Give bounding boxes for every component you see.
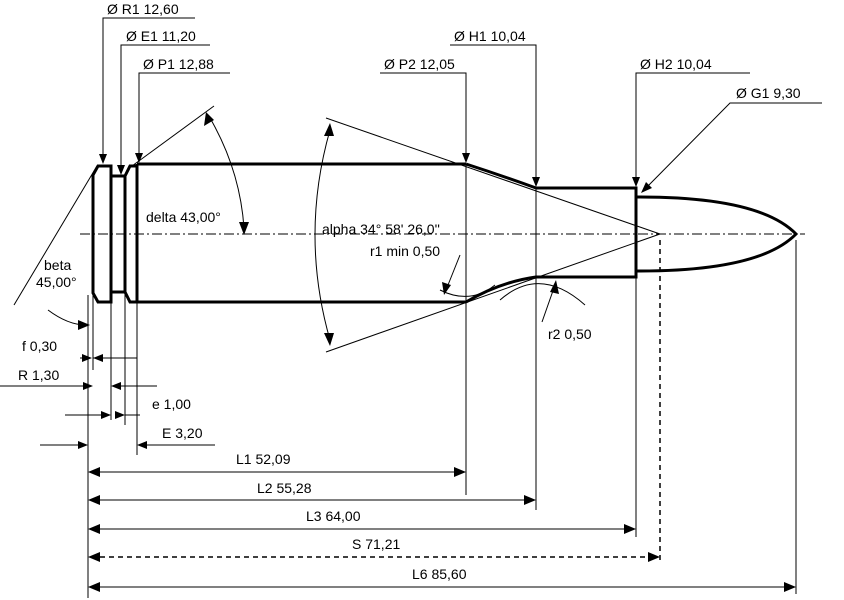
label-S: S 71,21: [352, 536, 400, 552]
cartridge-outline: [91, 162, 799, 304]
label-delta: delta 43,00°: [146, 209, 221, 225]
label-beta-name: beta: [44, 257, 71, 273]
label-alpha: alpha 34° 58' 26,0'': [322, 221, 440, 237]
length-dimensions: [88, 467, 796, 592]
label-L1: L1 52,09: [236, 451, 291, 467]
diameter-leaders: [99, 17, 822, 193]
r2-leader: [499, 280, 586, 323]
label-dia-g1: Ø G1 9,30: [736, 85, 801, 101]
label-e: e 1,00: [152, 396, 191, 412]
label-r1: r1 min 0,50: [370, 243, 440, 259]
label-L6: L6 85,60: [412, 566, 467, 582]
extension-lines: [87, 240, 797, 598]
label-R: R 1,30: [18, 367, 59, 383]
label-L3: L3 64,00: [306, 508, 361, 524]
label-dia-e1: Ø E1 11,20: [126, 28, 196, 44]
label-dia-h1: Ø H1 10,04: [454, 28, 526, 44]
label-L2: L2 55,28: [257, 480, 312, 496]
label-dia-p1: Ø P1 12,88: [143, 56, 214, 72]
beta-construction: [13, 165, 98, 330]
label-beta-value: 45,00°: [36, 274, 77, 290]
small-dimensions: [0, 354, 215, 449]
alpha-construction: [314, 117, 661, 353]
label-E: E 3,20: [162, 425, 203, 441]
label-dia-p2: Ø P2 12,05: [384, 56, 455, 72]
delta-construction: [131, 105, 249, 235]
label-dia-h2: Ø H2 10,04: [640, 56, 712, 72]
label-f: f 0,30: [22, 338, 57, 354]
r1-leader: [439, 254, 496, 297]
label-r2: r2 0,50: [548, 326, 592, 342]
label-dia-r1: Ø R1 12,60: [107, 1, 179, 17]
